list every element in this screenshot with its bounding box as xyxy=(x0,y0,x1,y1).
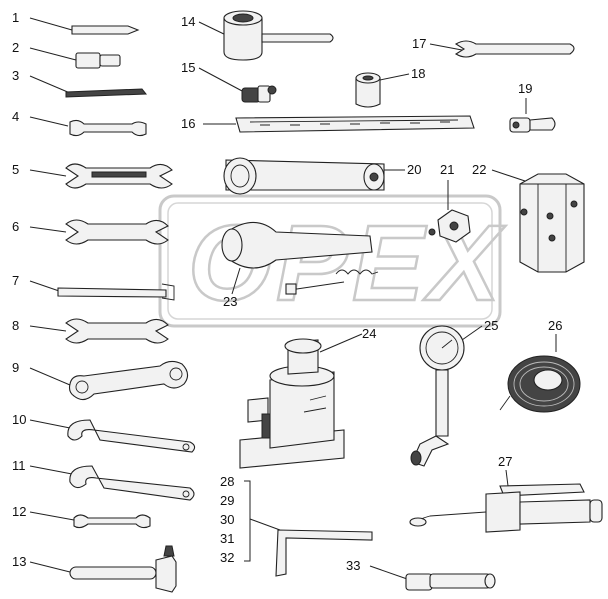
part-10-hook-spanner: 10 xyxy=(12,412,196,453)
label-8: 8 xyxy=(12,318,19,333)
label-4: 4 xyxy=(12,109,19,124)
label-2: 2 xyxy=(12,40,19,55)
label-27: 27 xyxy=(498,454,512,469)
part-19-adapter: 19 xyxy=(509,81,556,133)
part-22-socket-box: 22 xyxy=(472,162,585,273)
part-21-nut: 21 xyxy=(428,162,471,243)
part-7-pry-bar: 7 xyxy=(12,273,175,301)
part-23-funnel: 23 xyxy=(221,221,379,309)
part-9-box-wrench: 9 xyxy=(12,360,189,401)
label-24: 24 xyxy=(362,326,376,341)
label-1: 1 xyxy=(12,10,19,25)
label-18: 18 xyxy=(411,66,425,81)
label-28: 28 xyxy=(220,474,234,489)
label-30: 30 xyxy=(220,512,234,527)
label-16: 16 xyxy=(181,116,195,131)
part-15-bit-socket: 15 xyxy=(181,60,277,103)
label-21: 21 xyxy=(440,162,454,177)
part-33-extension-bar: 33 xyxy=(346,558,496,591)
label-20: 20 xyxy=(407,162,421,177)
label-7: 7 xyxy=(12,273,19,288)
label-13: 13 xyxy=(12,554,26,569)
part-18-sleeve: 18 xyxy=(355,66,425,108)
part-27-grease-gun: 27 xyxy=(409,454,603,533)
part-28-32-hex-keys: 28 29 30 31 32 xyxy=(220,474,373,577)
part-14-socket-tee: 14 xyxy=(181,10,334,61)
label-17: 17 xyxy=(412,36,426,51)
part-6-open-wrench: 6 xyxy=(12,219,169,245)
label-15: 15 xyxy=(181,60,195,75)
part-11-hook-spanner: 11 xyxy=(12,458,195,501)
label-9: 9 xyxy=(12,360,19,375)
label-29: 29 xyxy=(220,493,234,508)
label-31: 31 xyxy=(220,531,234,546)
label-14: 14 xyxy=(181,14,195,29)
part-25-pressure-gauge: 25 xyxy=(410,318,498,467)
part-5-open-wrench: 5 xyxy=(12,162,173,189)
label-33: 33 xyxy=(346,558,360,573)
label-23: 23 xyxy=(223,294,237,309)
label-26: 26 xyxy=(548,318,562,333)
part-20-tube-spanner: 20 xyxy=(223,157,421,195)
part-24-jack: 24 xyxy=(239,326,376,469)
label-19: 19 xyxy=(518,81,532,96)
label-32: 32 xyxy=(220,550,234,565)
part-8-open-wrench: 8 xyxy=(12,318,169,344)
label-25: 25 xyxy=(484,318,498,333)
part-12-small-wrench: 12 xyxy=(12,504,151,529)
label-6: 6 xyxy=(12,219,19,234)
part-4-small-wrench: 4 xyxy=(12,109,147,137)
label-11: 11 xyxy=(12,458,26,473)
label-5: 5 xyxy=(12,162,19,177)
part-13-hammer: 13 xyxy=(12,545,177,593)
part-1-punch: 1 xyxy=(12,10,140,35)
part-26-coiled-hose: 26 xyxy=(499,318,581,413)
label-22: 22 xyxy=(472,162,486,177)
part-3-chisel: 3 xyxy=(12,68,148,98)
label-10: 10 xyxy=(12,412,26,427)
label-3: 3 xyxy=(12,68,19,83)
label-12: 12 xyxy=(12,504,26,519)
part-16-ruler: 16 xyxy=(181,115,475,133)
part-2-socket: 2 xyxy=(12,40,121,69)
part-17-wrench: 17 xyxy=(412,36,575,58)
